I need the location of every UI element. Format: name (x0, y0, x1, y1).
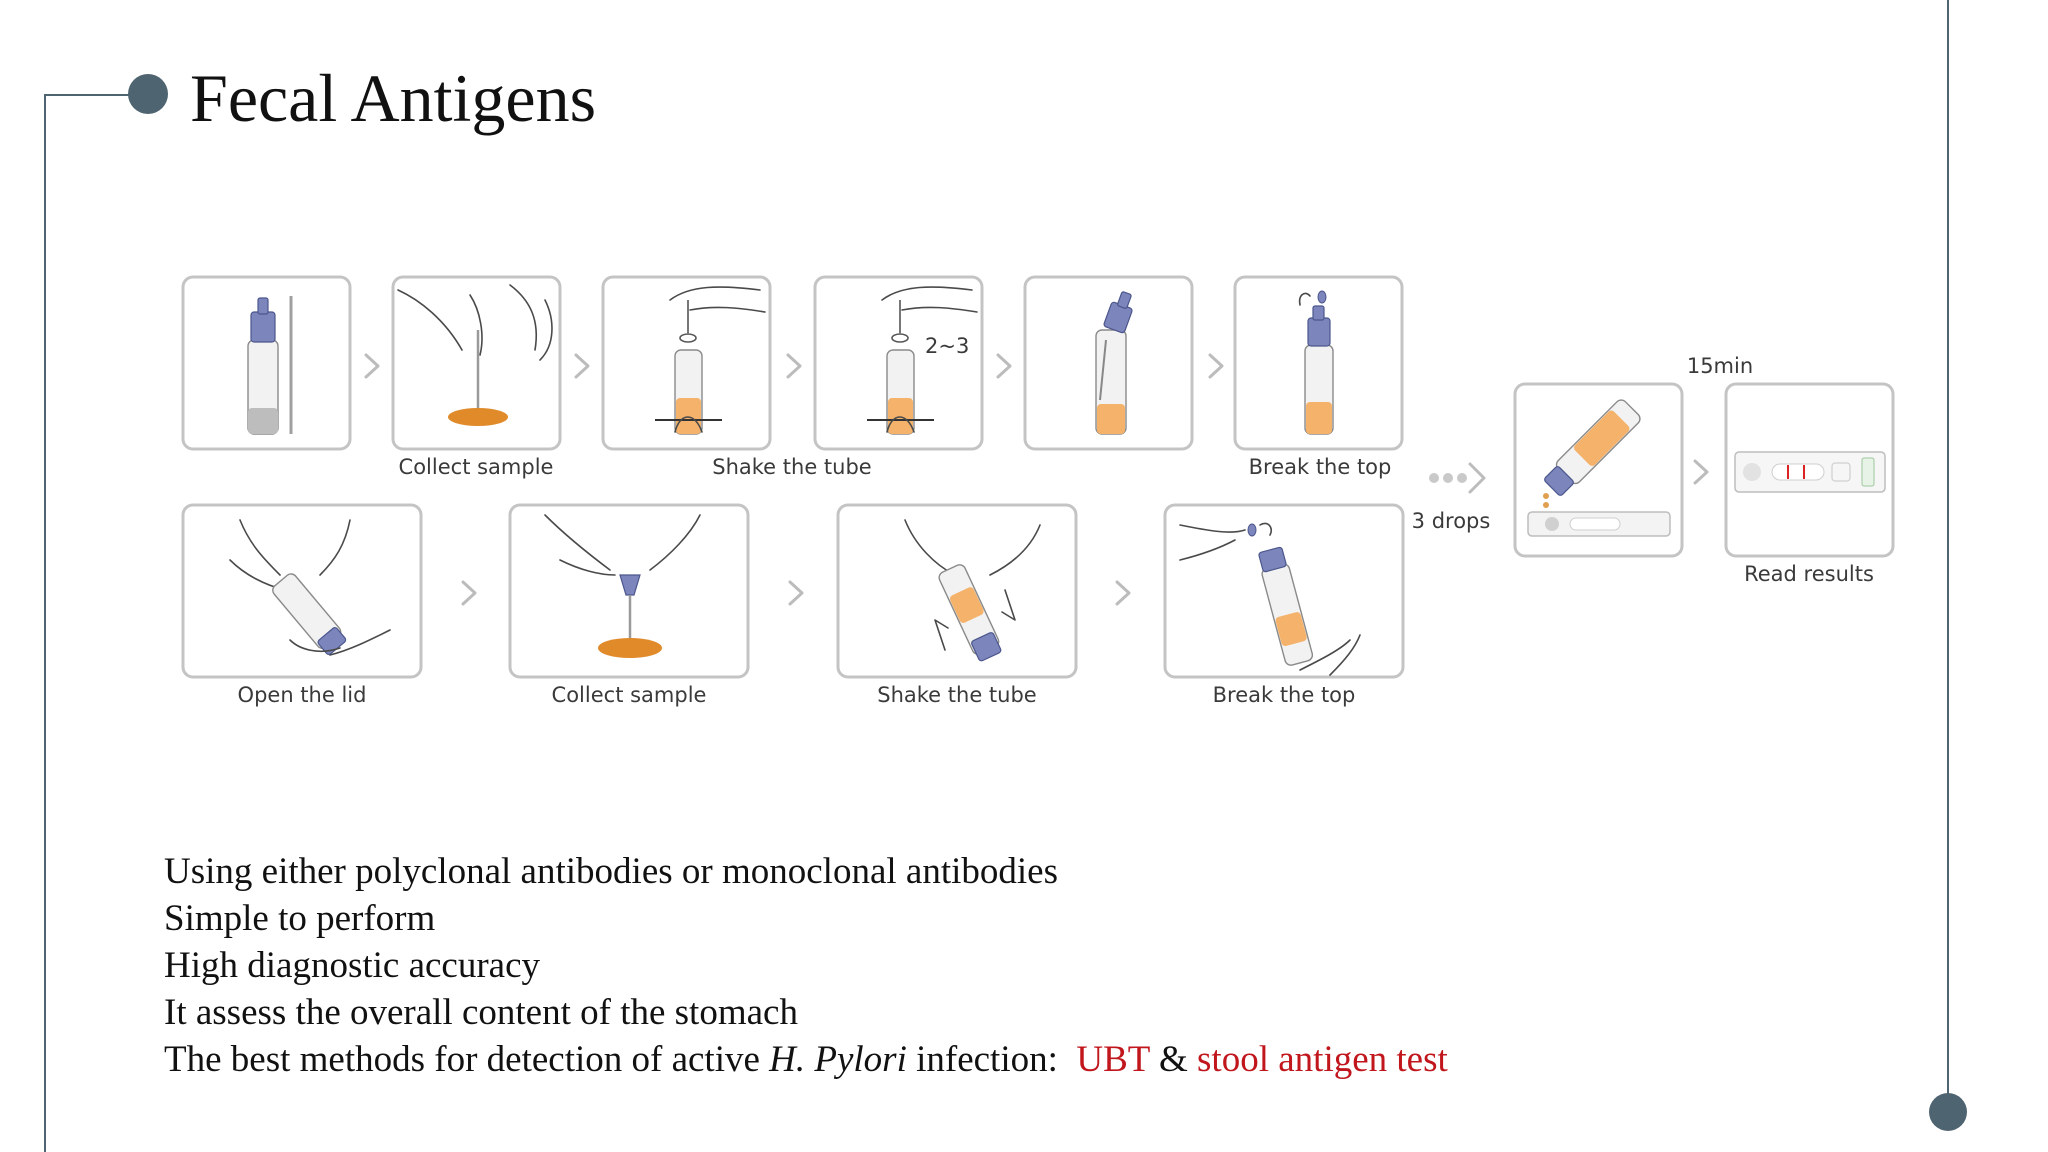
chevron-right-icon (1693, 459, 1709, 485)
label-shake-tube-bottom: Shake the tube (877, 683, 1036, 707)
highlight-stool-test: stool antigen test (1197, 1039, 1448, 1080)
collect-sample-icon (544, 514, 701, 658)
step-box-2 (391, 275, 562, 451)
label-read-results: Read results (1744, 562, 1874, 586)
chevron-right-icon (1115, 580, 1131, 606)
chevron-right-icon (996, 353, 1012, 379)
bullet-line-4: It assess the overall content of the sto… (164, 992, 798, 1033)
title-connector (44, 94, 149, 96)
bullet-line-3: High diagnostic accuracy (164, 945, 541, 986)
tube-icon (247, 296, 293, 435)
label-15min: 15min (1687, 354, 1753, 378)
chevron-right-icon (574, 353, 590, 379)
collect-sample-icon (397, 284, 553, 426)
chevron-right-icon (1208, 353, 1224, 379)
bullet-line-2: Simple to perform (164, 898, 436, 939)
bullet-line-5: The best methods for detection of active… (164, 1036, 1448, 1083)
dotted-arrow-icon (1429, 462, 1486, 494)
break-top-icon (1298, 290, 1334, 435)
label-break-top-top: Break the top (1249, 455, 1392, 479)
test-cassette-icon (1734, 451, 1886, 493)
label-collect-sample-top: Collect sample (399, 455, 554, 479)
shake-tube-icon (655, 286, 766, 435)
label-break-top-bottom: Break the top (1213, 683, 1356, 707)
label-open-lid: Open the lid (238, 683, 367, 707)
bullet-line-1: Using either polyclonal antibodies or mo… (164, 851, 1058, 892)
shake-repeat-icon: 2~3 (867, 286, 978, 435)
tube-cap-icon (1095, 291, 1133, 435)
line5-mid: infection: (906, 1039, 1077, 1080)
left-rule (44, 94, 46, 1152)
open-lid-icon (229, 519, 391, 656)
label-3-drops: 3 drops (1412, 509, 1491, 533)
bullet-list: Using either polyclonal antibodies or mo… (164, 848, 1448, 1083)
pathogen-name: H. Pylori (769, 1039, 907, 1080)
shake-tube-icon (904, 519, 1041, 662)
corner-dot (1929, 1093, 1967, 1131)
label-shake-tube-top: Shake the tube (712, 455, 871, 479)
dropper-cassette-icon (1527, 399, 1671, 537)
line5-amp: & (1149, 1039, 1198, 1080)
chevron-right-icon (461, 580, 477, 606)
chevron-right-icon (786, 353, 802, 379)
repeat-count: 2~3 (925, 334, 969, 358)
procedure-diagram: 2~3 Collect sample Shake the tube Break … (181, 275, 1895, 707)
page-title: Fecal Antigens (190, 60, 597, 136)
title-dot (128, 74, 168, 114)
chevron-right-icon (788, 580, 804, 606)
label-collect-sample-bottom: Collect sample (552, 683, 707, 707)
break-top-icon (1179, 522, 1361, 676)
highlight-ubt: UBT (1076, 1039, 1150, 1080)
right-rule (1947, 0, 1949, 1095)
chevron-right-icon (364, 353, 380, 379)
line5-prefix: The best methods for detection of active (164, 1039, 770, 1080)
